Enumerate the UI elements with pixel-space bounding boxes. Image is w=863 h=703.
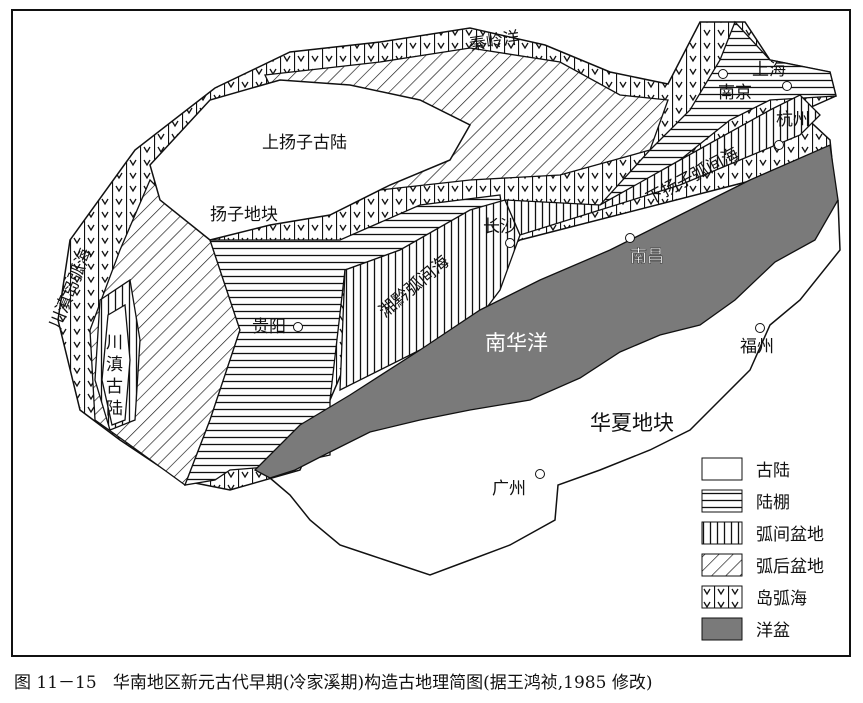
label-yangtze-block: 扬子地块 bbox=[210, 205, 278, 225]
shelf-central bbox=[183, 194, 506, 486]
svg-text:上海: 上海 bbox=[752, 60, 786, 80]
svg-text:古陆: 古陆 bbox=[756, 461, 790, 481]
city-nanjing: 南京 bbox=[718, 69, 752, 103]
city-guangzhou: 广州 bbox=[492, 469, 545, 499]
ocean-basin bbox=[253, 144, 839, 479]
label-south-china-ocean: 南华洋 bbox=[485, 331, 548, 355]
svg-text:弧后盆地: 弧后盆地 bbox=[756, 557, 824, 577]
oldland-chuandian bbox=[101, 303, 131, 426]
svg-text:南京: 南京 bbox=[718, 83, 752, 103]
legend-item-ocean-basin: 洋盆 bbox=[701, 617, 790, 641]
label-upper-yangtze-oldland: 上扬子古陆 bbox=[262, 133, 347, 153]
svg-text:杭州: 杭州 bbox=[776, 110, 810, 130]
svg-text:川: 川 bbox=[106, 333, 123, 353]
oldland-upper-yangtze bbox=[149, 79, 472, 241]
city-nanchang: 南昌 bbox=[625, 233, 664, 267]
label-cathaysia-block: 华夏地块 bbox=[590, 411, 674, 435]
inter-arc-basin-xiangqian bbox=[339, 199, 521, 392]
svg-text:弧间盆地: 弧间盆地 bbox=[756, 525, 824, 545]
svg-text:福州: 福州 bbox=[740, 337, 774, 357]
svg-text:贵阳: 贵阳 bbox=[252, 317, 286, 337]
legend-item-back-arc: 弧后盆地 bbox=[701, 553, 824, 577]
svg-text:岛弧海: 岛弧海 bbox=[756, 589, 807, 609]
svg-text:洋盆: 洋盆 bbox=[756, 621, 790, 641]
city-shanghai: 上海 bbox=[752, 60, 792, 91]
city-fuzhou: 福州 bbox=[740, 323, 774, 357]
legend-item-shelf: 陆棚 bbox=[701, 489, 790, 513]
svg-text:古: 古 bbox=[106, 377, 123, 397]
svg-text:广州: 广州 bbox=[492, 479, 526, 499]
svg-text:陆: 陆 bbox=[106, 399, 123, 419]
legend-item-island-arc: 岛弧海 bbox=[701, 585, 807, 609]
inter-arc-basin-lower-yangtze bbox=[503, 94, 821, 236]
figure-caption: 图 11－15 华南地区新元古代早期(冷家溪期)构造古地理简图(据王鸿祯,198… bbox=[14, 673, 653, 693]
svg-text:长沙: 长沙 bbox=[483, 217, 517, 237]
city-guiyang: 贵阳 bbox=[252, 317, 303, 337]
legend: 古陆 陆棚 弧间盆地 弧后盆地 岛弧海 洋盆 bbox=[701, 457, 824, 641]
city-changsha: 长沙 bbox=[483, 217, 517, 248]
svg-text:南昌: 南昌 bbox=[630, 247, 664, 267]
city-hangzhou: 杭州 bbox=[774, 110, 810, 150]
svg-text:滇: 滇 bbox=[106, 355, 123, 375]
legend-item-inter-arc: 弧间盆地 bbox=[701, 521, 824, 545]
svg-text:陆棚: 陆棚 bbox=[756, 493, 790, 513]
legend-item-oldland: 古陆 bbox=[701, 457, 790, 481]
coastline bbox=[269, 199, 841, 576]
